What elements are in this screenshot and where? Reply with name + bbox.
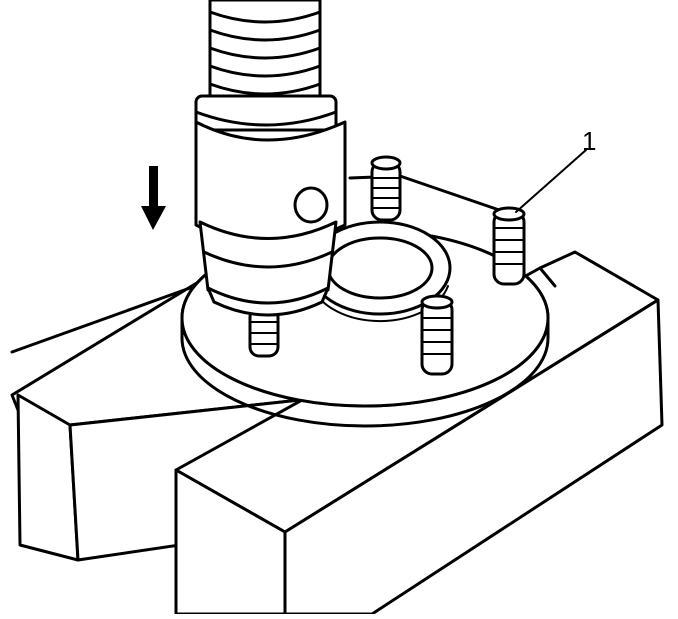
down-arrow-icon — [141, 166, 166, 230]
callout-label: 1 — [582, 126, 597, 156]
wheel-stud-back — [370, 155, 402, 222]
ram-pin-hole — [293, 186, 329, 224]
wheel-stud-right — [492, 206, 526, 286]
press-ram — [194, 0, 347, 317]
callout-leader — [515, 149, 587, 213]
wheel-stud-front — [420, 294, 454, 376]
hub-flange — [180, 220, 550, 428]
